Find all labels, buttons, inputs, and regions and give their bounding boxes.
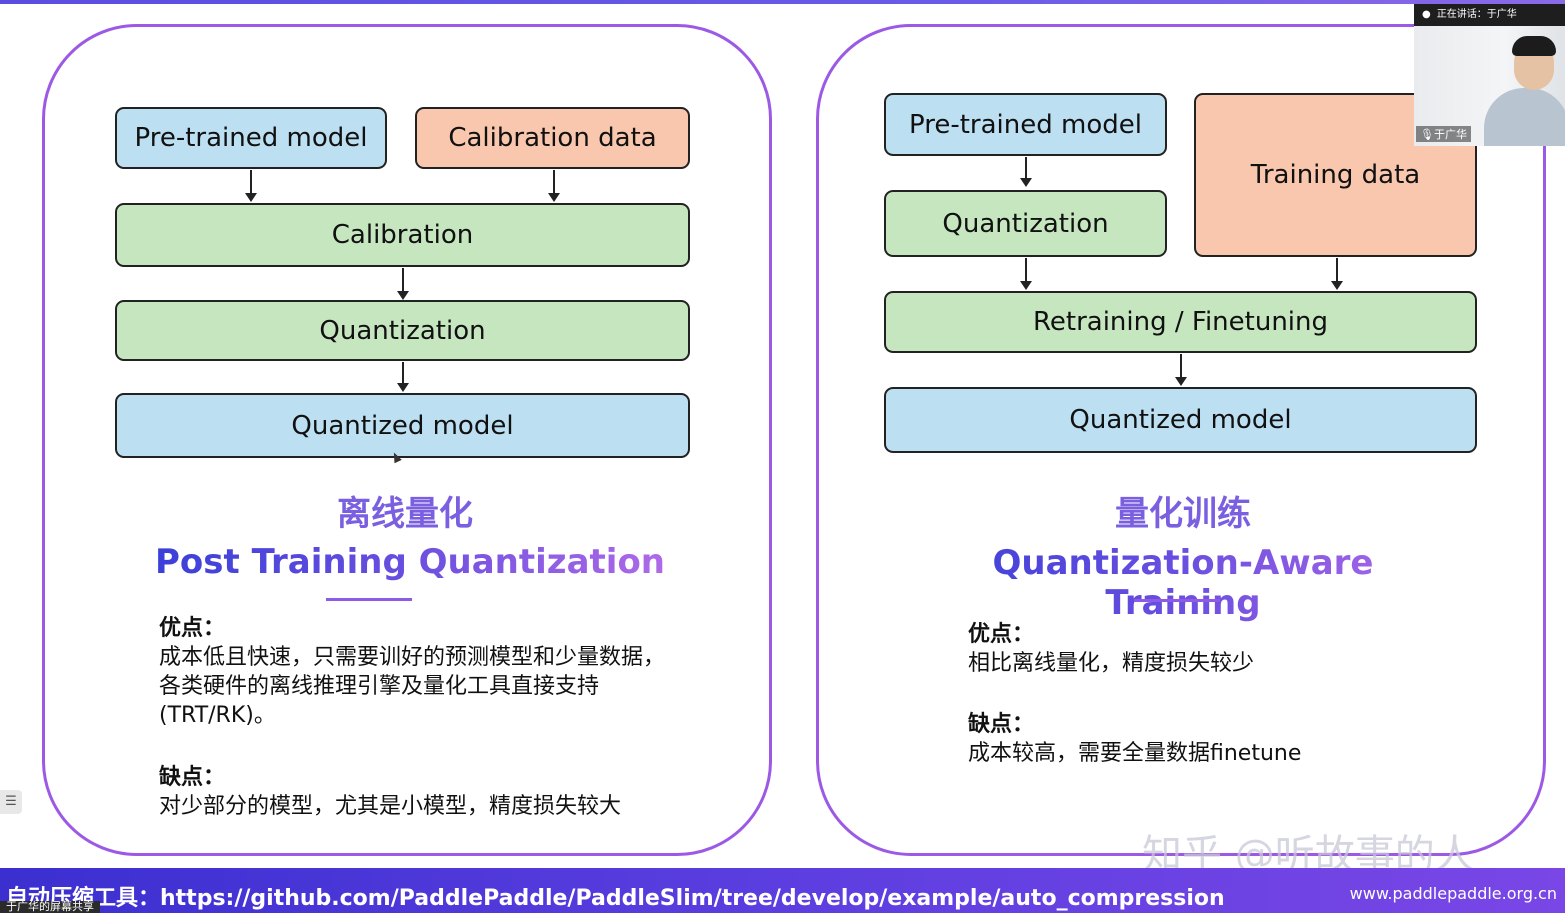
qat-training-data-box: Training data (1194, 93, 1477, 257)
speaker-body (1484, 88, 1565, 146)
qat-cons-label: 缺点： (968, 712, 1035, 737)
speaker-hair (1512, 36, 1556, 56)
ptq-title-underline (326, 598, 412, 601)
ptq-pros-line: 成本低且快速，只需要训好的预测模型和少量数据， (159, 645, 666, 670)
arrow-icon (1331, 258, 1343, 290)
ptq-cons-line: 对少部分的模型，尤其是小模型，精度损失较大 (159, 794, 622, 819)
footer-site: www.paddlepaddle.org.cn (1349, 884, 1557, 903)
qat-retraining-box: Retraining / Finetuning (884, 291, 1477, 353)
footer-link-text[interactable]: 自动压缩工具：https://github.com/PaddlePaddle/P… (6, 886, 1225, 911)
arrow-icon (397, 268, 409, 300)
speaking-text: 正在讲话：于广华 (1436, 9, 1517, 20)
qat-quantization-box: Quantization (884, 190, 1167, 257)
qat-en-title: Quantization-Aware Training (918, 543, 1448, 623)
qat-pretrained-model-box: Pre-trained model (884, 93, 1167, 156)
arrow-icon (397, 362, 409, 392)
qat-title-underline (1134, 599, 1220, 602)
mic-icon: 🎙 (1420, 128, 1434, 141)
qat-pros-label: 优点： (968, 622, 1035, 647)
ptq-calibration-box: Calibration (115, 203, 690, 267)
qat-quantized-model-box: Quantized model (884, 387, 1477, 453)
speaking-indicator: ● 正在讲话：于广华 (1414, 4, 1565, 26)
speaker-video-tile[interactable]: ● 正在讲话：于广华 🎙于广华 (1414, 4, 1565, 146)
ptq-pros-line: (TRT/RK)。 (159, 703, 276, 728)
speaker-name: 于广华 (1433, 128, 1467, 141)
arrow-icon (1020, 258, 1032, 290)
ptq-pros: 优点： 成本低且快速，只需要训好的预测模型和少量数据， 各类硬件的离线推理引擎及… (159, 614, 739, 730)
ptq-pros-line: 各类硬件的离线推理引擎及量化工具直接支持 (159, 674, 600, 699)
speaker-video: 🎙于广华 (1414, 26, 1565, 146)
ptq-quantized-model-box: Quantized model (115, 393, 690, 458)
qat-cons: 缺点： 成本较高，需要全量数据finetune (968, 710, 1488, 768)
footer-bar: 自动压缩工具：https://github.com/PaddlePaddle/P… (0, 868, 1565, 913)
top-accent-bar (0, 0, 1565, 4)
arrow-icon (1020, 157, 1032, 187)
ptq-pros-label: 优点： (159, 616, 226, 641)
ptq-pretrained-model-box: Pre-trained model (115, 107, 387, 169)
arrow-icon (245, 170, 257, 202)
ptq-cons: 缺点： 对少部分的模型，尤其是小模型，精度损失较大 (159, 763, 739, 821)
list-menu-icon[interactable]: ☰ (0, 790, 22, 814)
ptq-en-title: Post Training Quantization (150, 542, 670, 582)
ptq-cons-label: 缺点： (159, 765, 226, 790)
ptq-calibration-data-box: Calibration data (415, 107, 690, 169)
arrow-icon (1175, 354, 1187, 386)
qat-pros: 优点： 相比离线量化，精度损失较少 (968, 620, 1488, 678)
speaker-name-tag: 🎙于广华 (1416, 126, 1471, 142)
screen-sharing-label: 于广华的屏幕共享 (0, 901, 100, 913)
speaking-mic-icon: ● (1422, 9, 1431, 20)
qat-cons-line: 成本较高，需要全量数据finetune (968, 741, 1302, 766)
arrow-icon (548, 170, 560, 202)
ptq-cn-title: 离线量化 (337, 494, 473, 534)
ptq-quantization-box: Quantization (115, 300, 690, 361)
qat-pros-line: 相比离线量化，精度损失较少 (968, 651, 1255, 676)
qat-cn-title: 量化训练 (1115, 494, 1251, 534)
